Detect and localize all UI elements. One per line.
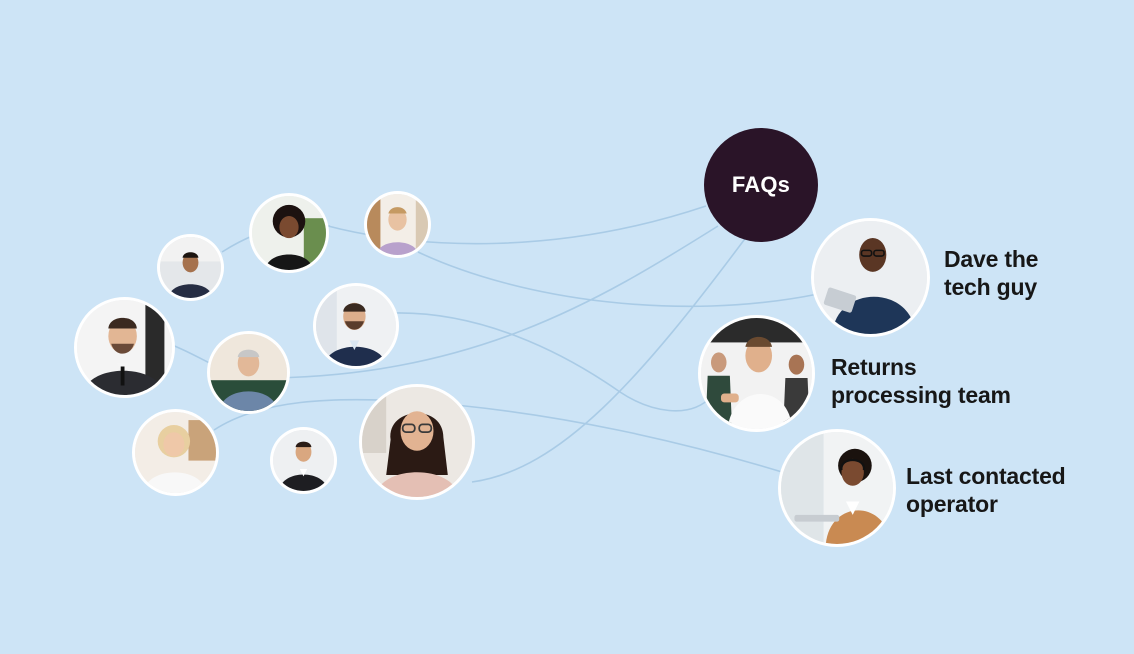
person-with-tablet-photo-icon <box>814 221 927 334</box>
customer-avatar <box>160 237 221 298</box>
connector-line <box>395 312 713 412</box>
destination-avatar-operator <box>781 432 893 544</box>
connector-line <box>471 231 751 483</box>
woman-curly-hair-photo-icon <box>252 196 326 270</box>
customer-avatar <box>273 430 334 491</box>
customer-avatar <box>252 196 326 270</box>
destination-label-tech-guy: Dave the tech guy <box>944 246 1039 300</box>
connector-line <box>327 205 707 245</box>
destination-label-returns-team: Returns processing team <box>831 354 1011 408</box>
faqs-label: FAQs <box>731 172 791 197</box>
customer-avatar <box>77 300 172 395</box>
destination-avatar-tech-guy <box>814 221 927 334</box>
man-with-tie-photo-icon <box>273 430 334 491</box>
customer-avatar <box>135 412 216 493</box>
young-man-office-photo-icon <box>160 237 221 298</box>
customer-avatar <box>316 286 396 366</box>
bearded-man-suit-photo-icon <box>77 300 172 395</box>
destination-avatar-returns-team <box>701 318 812 429</box>
customer-avatar <box>362 387 472 497</box>
man-glasses-photo-icon <box>367 194 428 255</box>
customer-avatar <box>367 194 428 255</box>
man-with-beard-photo-icon <box>316 286 396 366</box>
customer-avatar <box>210 334 287 411</box>
connector-line <box>417 251 819 308</box>
older-man-photo-icon <box>210 334 287 411</box>
operator-with-headset-photo-icon <box>781 432 893 544</box>
woman-with-glasses-photo-icon <box>362 387 472 497</box>
blonde-woman-photo-icon <box>135 412 216 493</box>
destination-label-operator: Last contacted operator <box>906 463 1066 517</box>
faqs-node: FAQs <box>704 128 818 242</box>
team-handshake-photo-icon <box>701 318 812 429</box>
